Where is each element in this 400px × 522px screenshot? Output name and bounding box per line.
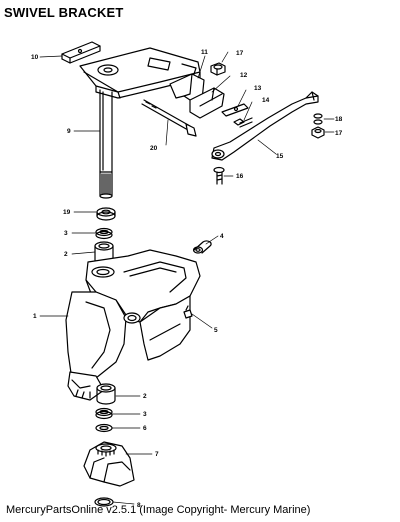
callout-17-top: 17 <box>236 50 244 57</box>
callout-5: 5 <box>214 327 218 334</box>
callout-16: 16 <box>236 173 244 180</box>
callout-3-upper: 3 <box>64 230 68 237</box>
part-13-plate <box>221 103 249 117</box>
callout-13: 13 <box>254 85 262 92</box>
part-17-nut-top <box>210 62 226 76</box>
callout-9: 9 <box>67 128 71 135</box>
callout-19: 19 <box>63 209 71 216</box>
part-20-bolt <box>141 99 197 137</box>
callout-11: 11 <box>201 49 208 56</box>
part-12-clamp <box>189 87 225 119</box>
callout-6: 6 <box>143 425 147 432</box>
part-10-tab <box>61 41 101 64</box>
callout-3-lower: 3 <box>143 411 147 418</box>
part-3-washer-upper <box>95 227 113 240</box>
callout-10: 10 <box>31 54 39 61</box>
callout-8: 8 <box>137 502 141 509</box>
callout-4: 4 <box>220 233 224 240</box>
callout-2-upper: 2 <box>64 251 68 258</box>
callout-17-right: 17 <box>335 130 343 137</box>
part-3-washer-lower <box>95 407 113 420</box>
callout-12: 12 <box>240 72 248 79</box>
part-17-nut-right <box>311 126 325 139</box>
callout-2-lower: 2 <box>143 393 147 400</box>
part-14-bolt <box>233 117 253 128</box>
part-18-washers <box>313 113 323 125</box>
part-5-grease-fitting <box>183 305 193 319</box>
callout-leaders <box>39 51 335 505</box>
callout-labels: 10 9 20 11 17 12 13 14 15 16 18 17 19 3 … <box>31 49 343 509</box>
part-16-bolt <box>213 166 225 185</box>
callout-7: 7 <box>155 451 159 458</box>
part-7-lower-yoke <box>83 441 135 487</box>
part-15-link-rod <box>211 91 319 161</box>
part-9-steering-shaft <box>79 47 201 199</box>
callout-1: 1 <box>33 313 37 320</box>
part-6-seal <box>95 423 113 433</box>
callout-18: 18 <box>335 116 343 123</box>
callout-15: 15 <box>276 153 284 160</box>
copyright-footer: MercuryPartsOnline v2.5.1 (Image Copyrig… <box>6 504 311 516</box>
diagram-title: SWIVEL BRACKET <box>4 5 124 20</box>
part-2-bushing-lower <box>96 383 116 405</box>
part-19-seal <box>96 207 116 221</box>
callout-20: 20 <box>150 145 158 152</box>
callout-14: 14 <box>262 97 270 104</box>
part-1-swivel-bracket <box>65 249 201 401</box>
